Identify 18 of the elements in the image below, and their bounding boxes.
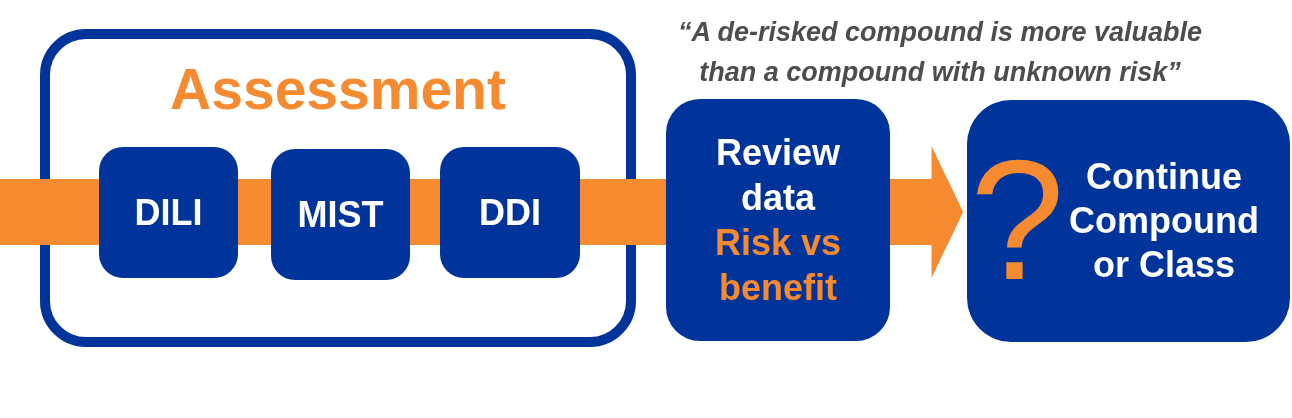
- process-box: [666, 99, 890, 341]
- outcome-label: Continue Compound or Class: [1068, 155, 1260, 287]
- outcome-box: [967, 100, 1290, 342]
- process-label: Review data: [714, 131, 842, 220]
- group-title: Assessment: [170, 61, 506, 118]
- step-label: DDI: [479, 194, 541, 231]
- connector-band: [0, 179, 99, 245]
- step-label: DILI: [134, 194, 203, 231]
- quote-text: “A de-risked compound is more valuable than a compound with unknown risk”: [676, 16, 1204, 89]
- highlight-label: Risk vs benefit: [713, 221, 843, 310]
- step-label: MIST: [297, 196, 384, 233]
- question-mark: ?: [970, 152, 1062, 288]
- step-box: [99, 147, 238, 278]
- step-box: [271, 149, 410, 280]
- connector-band: [238, 179, 271, 245]
- connector-band: [410, 179, 440, 245]
- step-box: [440, 147, 580, 278]
- group-frame: [40, 29, 636, 347]
